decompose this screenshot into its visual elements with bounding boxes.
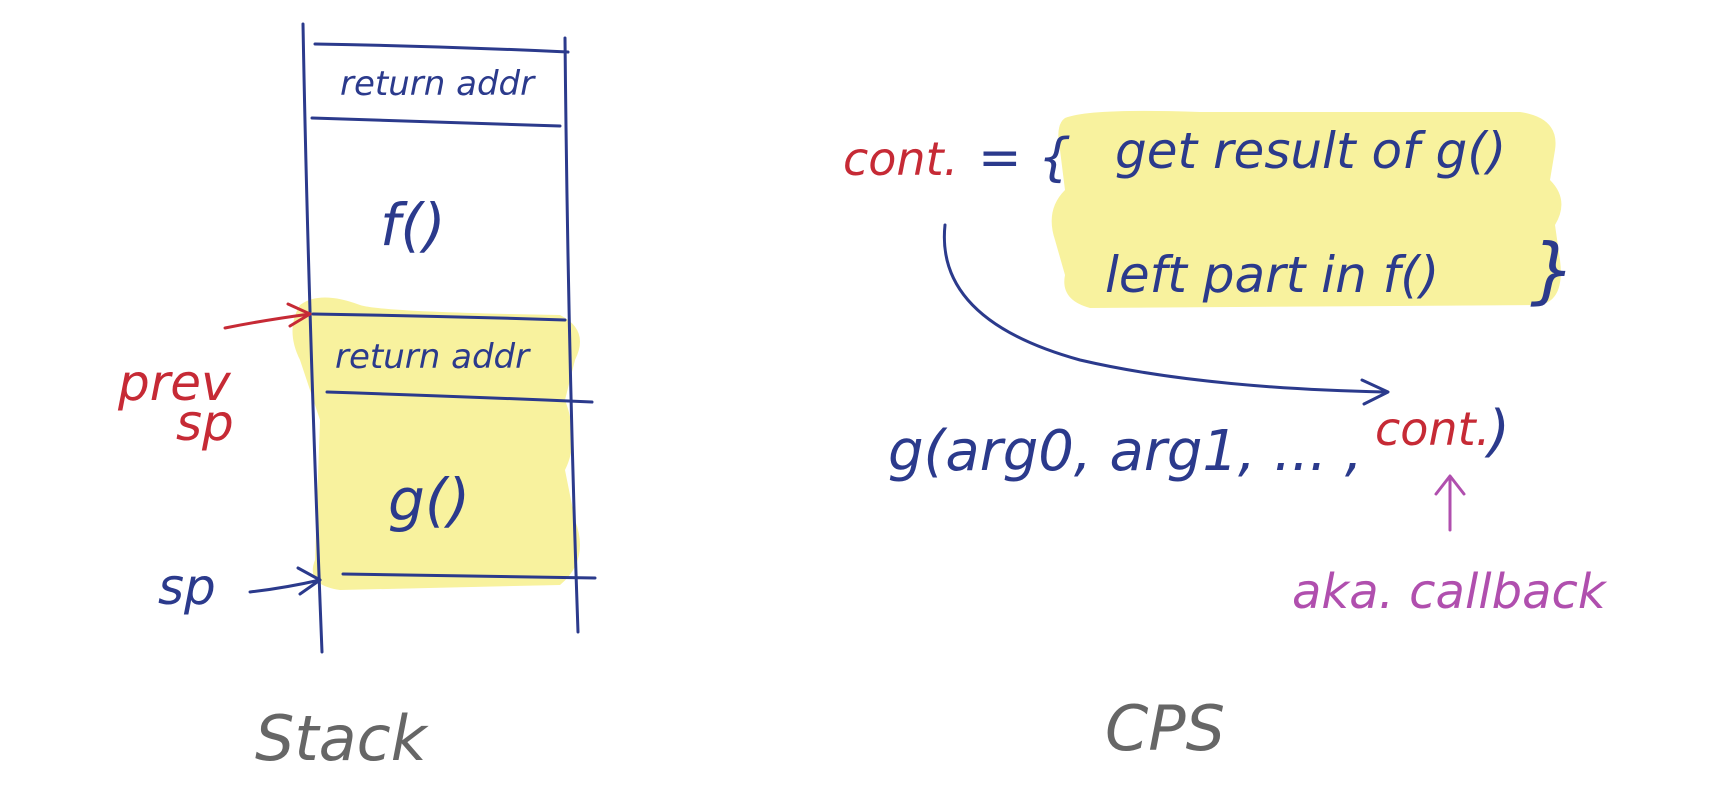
return-addr-mid-label: return addr [335,337,531,377]
cps-caption: CPS [1105,692,1225,765]
close-brace: } [1530,228,1576,312]
f-frame-label: f() [380,191,446,259]
equals-brace: = { [978,128,1071,188]
stack-outline [301,22,597,654]
callback-arrow [1434,474,1466,532]
g-frame-label: g() [388,466,470,534]
prev-sp-label-line2: sp [176,394,234,452]
cps-line1: get result of g() [1115,122,1506,180]
sp-label: sp [158,558,216,616]
return-addr-top-label: return addr [340,64,536,104]
prev-sp-label-line1: prev [117,354,232,412]
stack-caption: Stack [255,702,429,775]
sp-arrow [248,566,322,596]
cont-curved-arrow [942,223,1390,406]
cont-label: cont. [843,132,958,186]
stack-highlight [292,297,580,590]
cps-line2: left part in f() [1105,246,1439,304]
cps-call-close: ) [1484,399,1510,464]
prev-sp-arrow [223,302,312,330]
cps-highlight [1051,110,1562,308]
aka-callback-label: aka. callback [1292,564,1608,620]
cps-call-cont: cont. [1375,402,1490,456]
cps-call-prefix: g(arg0, arg1, ... , [888,419,1363,484]
